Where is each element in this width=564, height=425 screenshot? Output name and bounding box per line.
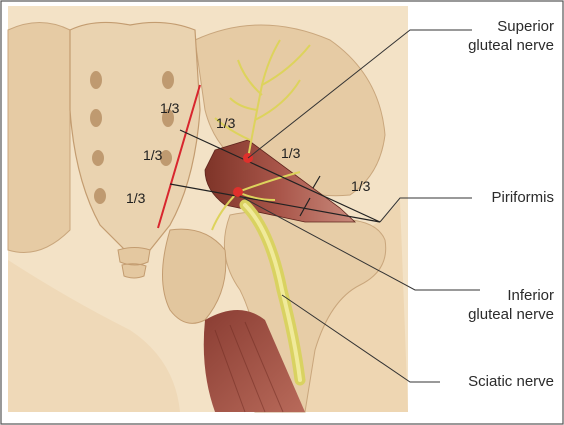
left-ilium [8, 23, 70, 253]
foramen [90, 71, 102, 89]
inferior-gluteal-point [233, 187, 243, 197]
foramen [162, 71, 174, 89]
fraction-label: 1/3 [160, 100, 180, 116]
label-piriformis: Piriformis [492, 188, 555, 207]
foramen [90, 109, 102, 127]
fraction-label: 1/3 [126, 190, 146, 206]
fraction-label: 1/3 [351, 178, 371, 194]
foramen [94, 188, 106, 204]
foramen [92, 150, 104, 166]
fraction-label: 1/3 [216, 115, 236, 131]
fraction-label: 1/3 [143, 147, 163, 163]
label-superior-gluteal-nerve: Superior gluteal nerve [468, 17, 554, 55]
label-inferior-gluteal-nerve: Inferior gluteal nerve [468, 286, 554, 324]
fraction-label: 1/3 [281, 145, 301, 161]
label-sciatic-nerve: Sciatic nerve [468, 372, 554, 391]
